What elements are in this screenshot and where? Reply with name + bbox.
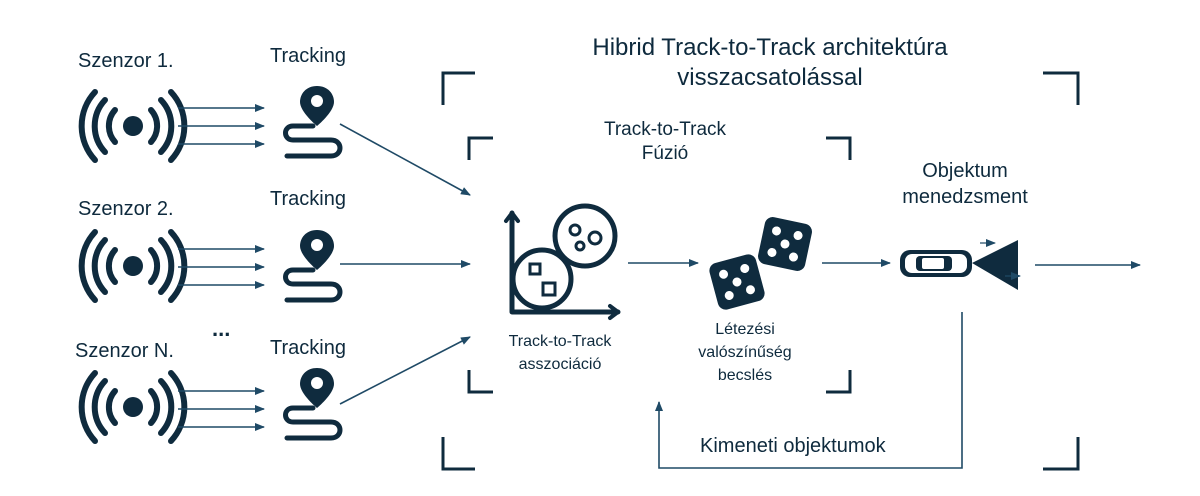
sensor-icon <box>82 373 185 441</box>
association-label-line1: Track-to-Track <box>508 333 612 350</box>
tracking-label: Tracking <box>270 337 346 359</box>
sensor-label: Szenzor N. <box>75 340 174 362</box>
object-mgmt-label-line1: Objektum <box>922 160 1008 182</box>
association-label-line2: asszociáció <box>518 356 602 373</box>
tracking-pin-icon <box>286 86 341 156</box>
object-mgmt-label: Objektum menedzsment <box>890 158 1040 210</box>
tracking-pin-icon <box>286 230 341 300</box>
diagram-title-line2: visszacsatolással <box>677 64 863 91</box>
association-label: Track-to-Track asszociáció <box>495 330 625 376</box>
outer-frame <box>441 71 1080 471</box>
tracking-label: Tracking <box>270 45 346 67</box>
fusion-title-line2: Fúzió <box>641 143 689 164</box>
fusion-frame <box>467 136 852 394</box>
fusion-title: Track-to-Track Fúzió <box>570 118 760 166</box>
tracking-arrows <box>339 123 471 405</box>
ellipsis: ... <box>212 316 231 341</box>
existence-label-line2: valószínűség <box>698 344 792 361</box>
sensor-icon <box>82 92 185 160</box>
bubble-chart-icon <box>504 203 621 320</box>
tracking-label: Tracking <box>270 188 346 210</box>
car-icon <box>900 239 1021 290</box>
fusion-title-line1: Track-to-Track <box>603 119 727 140</box>
existence-label-line3: becslés <box>717 367 773 384</box>
diagram-title: Hibrid Track-to-Track architektúra vissz… <box>560 33 980 93</box>
object-mgmt-label-line2: menedzsment <box>902 186 1028 208</box>
diagram-title-line1: Hibrid Track-to-Track architektúra <box>592 34 948 61</box>
feedback-label: Kimeneti objektumok <box>700 435 886 457</box>
sensor-label: Szenzor 2. <box>78 198 174 220</box>
dice-icon <box>707 215 814 312</box>
feedback-arrow <box>655 312 963 469</box>
sensor-label: Szenzor 1. <box>78 50 174 72</box>
sensor-arrows <box>178 104 265 431</box>
existence-label: Létezési valószínűség becslés <box>690 318 800 387</box>
sensor-icon <box>82 232 185 300</box>
tracking-pin-icon <box>286 368 341 438</box>
existence-label-line1: Létezési <box>715 321 775 338</box>
